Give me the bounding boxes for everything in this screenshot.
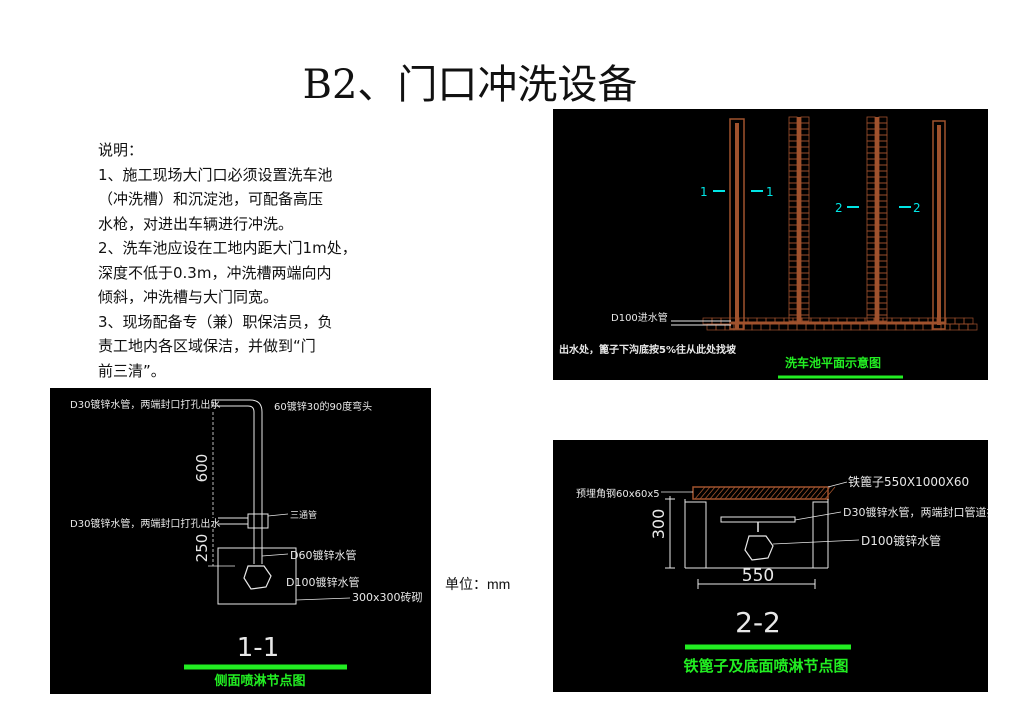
notes-heading: 说明： <box>98 141 144 159</box>
brick-wall-right <box>932 120 946 330</box>
notes-line: 3、现场配备专（兼）职保洁员，负 <box>98 312 333 331</box>
elbow-label: 60镀锌30的90度弯头 <box>274 400 372 413</box>
angle-steel-label: 预埋角钢60x60x5 <box>576 487 660 500</box>
notes-line: 倾斜，冲洗槽与大门同宽。 <box>98 288 279 306</box>
d100-pipe-label: D100镀锌水管 <box>286 575 359 589</box>
side-spray-caption: 侧面喷淋节点图 <box>214 673 305 689</box>
cut-mark-2-left: 2 <box>835 201 843 215</box>
section-cut-marks: 1 1 2 2 <box>700 185 921 215</box>
d100-pipe <box>744 535 774 561</box>
cut-mark-1-right: 1 <box>766 185 774 199</box>
cut-mark-1-left: 1 <box>700 185 708 199</box>
grate-node-drawing: 300 550 预埋角钢60x60x5 铁篦子550X1000X60 D30镀锌… <box>576 474 988 675</box>
plan-view-panel: 1 1 2 2 D100进水管 出水处，篦子下沟底按5%往从此处找坡 洗车池平面… <box>553 109 988 380</box>
plan-view-drawing: 1 1 2 2 D100进水管 出水处，篦子下沟底按5%往从此处找坡 洗车池平面… <box>559 116 978 379</box>
dimension-550: 550 <box>697 566 816 589</box>
side-spray-node-panel: 600 250 D30镀锌水管，两端封口打孔出水 60镀锌30的90度弯头 D3… <box>50 388 431 694</box>
grate-plate <box>692 486 836 500</box>
notes-line: （冲洗槽）和沉淀池，可配备高压 <box>98 190 324 208</box>
dimension-250: 250 <box>193 524 235 567</box>
dimension-600-text: 600 <box>193 454 211 483</box>
spray-column-2 <box>866 116 888 323</box>
dimension-300: 300 <box>649 496 675 569</box>
unit-label: 单位：mm <box>445 576 511 592</box>
section-mark-2-2: 2-2 <box>735 606 781 639</box>
d100-pipe-section <box>243 565 272 590</box>
cut-mark-2-right: 2 <box>913 201 921 215</box>
notes-line: 2、洗车池应设在工地内距大门1m处， <box>98 239 357 257</box>
sediment-pit <box>217 547 297 605</box>
brick-wall-left <box>729 118 745 330</box>
top-pipe-label: D30镀锌水管，两端封口打孔出水 <box>70 398 220 411</box>
plan-caption: 洗车池平面示意图 <box>785 355 881 370</box>
spray-column-1 <box>788 116 810 323</box>
d30-spray-pipe <box>720 516 796 532</box>
channel-walls <box>684 499 829 569</box>
notes-block: 说明： 1、施工现场大门口必须设置洗车池 （冲洗槽）和沉淀池，可配备高压 水枪，… <box>98 138 388 383</box>
grate-node-panel: 300 550 预埋角钢60x60x5 铁篦子550X1000X60 D30镀锌… <box>553 440 988 692</box>
grate-node-caption: 铁篦子及底面喷淋节点图 <box>683 657 848 675</box>
pit-size-label: 300x300砖砌 <box>352 590 423 604</box>
notes-line: 水枪，对进出车辆进行冲洗。 <box>98 214 294 233</box>
inlet-pipe <box>671 320 945 326</box>
notes-line: 责工地内各区域保洁，并做到“门 <box>98 337 316 355</box>
side-spray-node-drawing: 600 250 D30镀锌水管，两端封口打孔出水 60镀锌30的90度弯头 D3… <box>70 398 423 689</box>
vertical-riser-pipe <box>211 399 263 564</box>
tee-label: 三通管 <box>290 509 317 521</box>
inlet-pipe-label: D100进水管 <box>611 311 668 324</box>
tee-fitting <box>218 513 269 529</box>
mid-pipe-label: D30镀锌水管，两端封口打孔出水 <box>70 517 220 530</box>
notes-line: 1、施工现场大门口必须设置洗车池 <box>98 165 333 184</box>
page-title: B2、门口冲洗设备 <box>302 62 638 108</box>
dimension-250-text: 250 <box>193 534 211 563</box>
grate-label: 铁篦子550X1000X60 <box>848 474 969 489</box>
outlet-slope-note: 出水处，篦子下沟底按5%往从此处找坡 <box>559 343 737 356</box>
depth-dimension-text: 300 <box>649 509 668 540</box>
d60-pipe-label: D60镀锌水管 <box>290 548 356 562</box>
d30-pipe-label: D30镀锌水管，两端封口管道打孔出水 <box>843 505 988 519</box>
dimension-600: 600 <box>193 412 214 518</box>
d100-pipe-label: D100镀锌水管 <box>861 533 941 548</box>
notes-line: 深度不低于0.3m，冲洗槽两端向内 <box>98 263 332 282</box>
section-mark-1-1: 1-1 <box>237 633 279 663</box>
notes-line: 前三清”。 <box>98 361 166 380</box>
width-dimension-text: 550 <box>742 566 774 586</box>
